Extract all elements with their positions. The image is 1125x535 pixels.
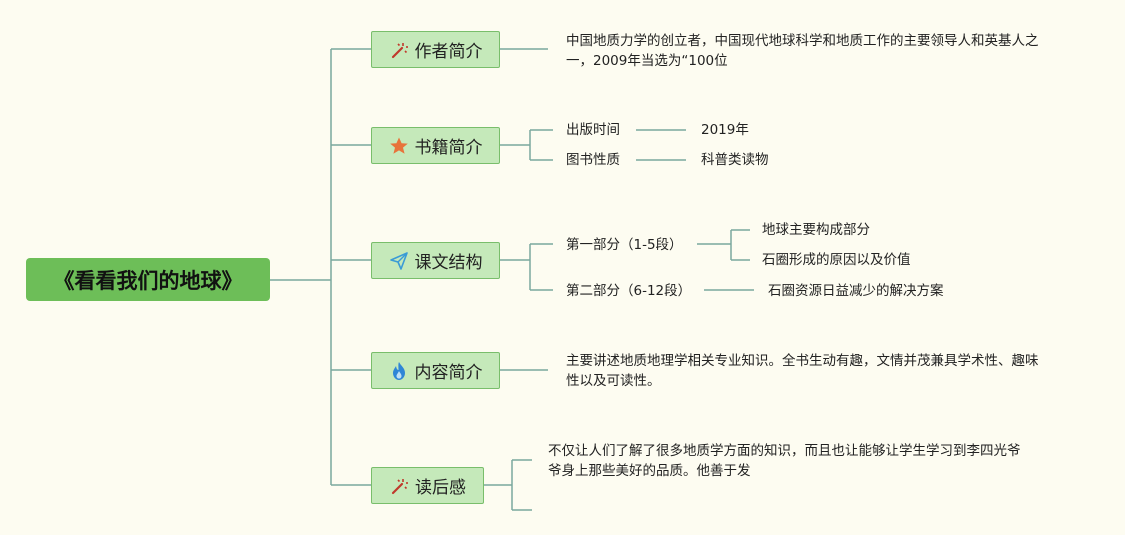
author-line-1: 中国地质力学的创立者，中国现代地球科学和地质工作的主要领导人和英基人之 [566, 33, 1039, 49]
book-nature-label: 图书性质 [566, 152, 620, 168]
branch-text-structure-label: 课文结构 [414, 253, 483, 273]
author-description: 中国地质力学的创立者，中国现代地球科学和地质工作的主要领导人和英基人之 一，20… [566, 31, 1066, 71]
branch-content-intro[interactable]: 内容简介 [371, 352, 500, 389]
author-line-2: 一，2009年当选为“100位 [566, 53, 728, 69]
reflection-description: 不仅让人们了解了很多地质学方面的知识，而且也让能够让学生学习到李四光爷 爷身上那… [548, 441, 1058, 481]
content-line-1: 主要讲述地质地理学相关专业知识。全书生动有趣，文情并茂兼具学术性、趣味 [566, 353, 1039, 369]
paper-plane-icon [389, 251, 409, 271]
flame-icon [389, 361, 409, 381]
structure-part-1: 第一部分（1-5段） [566, 237, 683, 253]
star-icon [389, 136, 409, 156]
branch-author-intro-label: 作者简介 [414, 42, 483, 62]
branch-reflection-label: 读后感 [415, 478, 466, 498]
content-description: 主要讲述地质地理学相关专业知识。全书生动有趣，文情并茂兼具学术性、趣味 性以及可… [566, 351, 1066, 391]
branch-content-intro-label: 内容简介 [414, 363, 483, 383]
structure-part-2: 第二部分（6-12段） [566, 283, 692, 299]
content-line-2: 性以及可读性。 [566, 373, 661, 389]
branch-author-intro[interactable]: 作者简介 [371, 31, 500, 68]
publish-time-label: 出版时间 [566, 122, 620, 138]
branch-text-structure[interactable]: 课文结构 [371, 242, 500, 279]
magic-wand-icon [389, 476, 409, 496]
structure-part-1-item-1: 地球主要构成部分 [762, 222, 870, 238]
root-node[interactable]: 《看看我们的地球》 [26, 258, 270, 301]
root-title: 《看看我们的地球》 [53, 268, 243, 293]
branch-book-intro-label: 书籍简介 [414, 138, 483, 158]
branch-book-intro[interactable]: 书籍简介 [371, 127, 500, 164]
branch-reflection[interactable]: 读后感 [371, 467, 484, 504]
reflection-line-1: 不仅让人们了解了很多地质学方面的知识，而且也让能够让学生学习到李四光爷 [548, 443, 1021, 459]
book-nature-value: 科普类读物 [701, 152, 769, 168]
magic-wand-icon [389, 40, 409, 60]
structure-part-2-item-1: 石圈资源日益减少的解决方案 [768, 283, 944, 299]
reflection-line-2: 爷身上那些美好的品质。他善于发 [548, 463, 751, 479]
structure-part-1-item-2: 石圈形成的原因以及价值 [762, 252, 911, 268]
publish-time-value: 2019年 [701, 122, 749, 138]
